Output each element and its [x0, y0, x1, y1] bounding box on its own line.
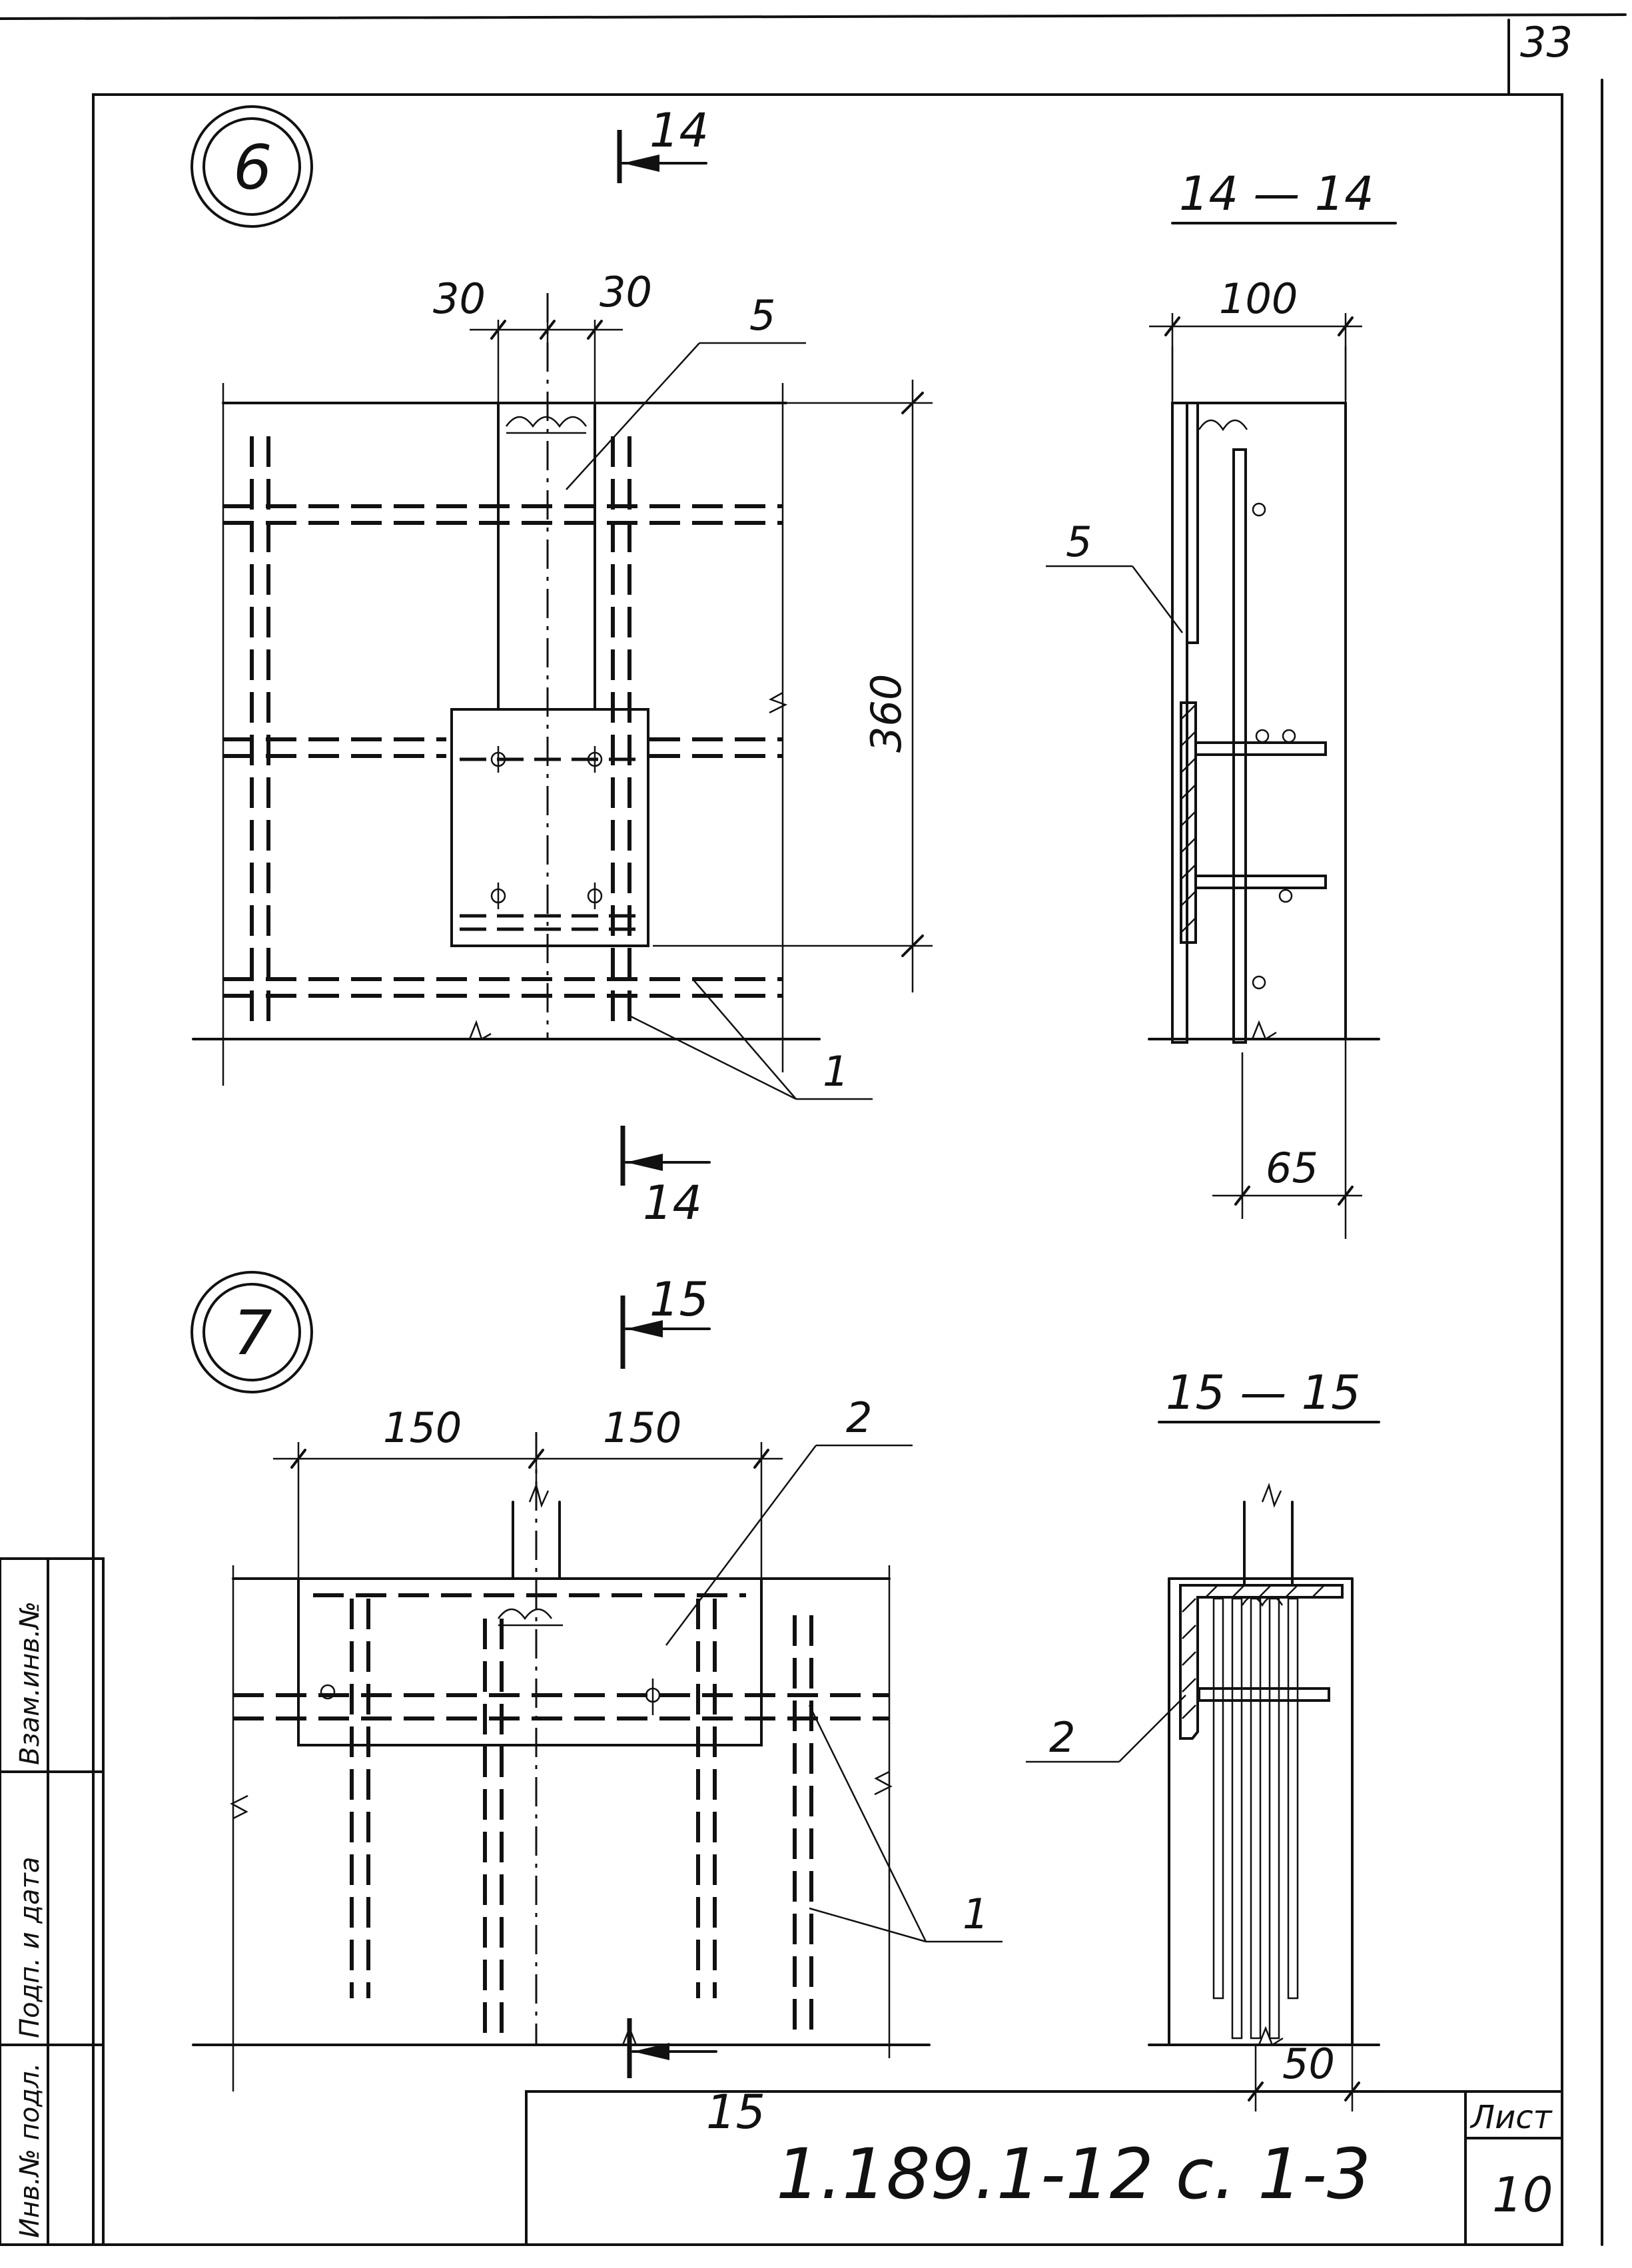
node7-number: 7	[233, 1298, 272, 1369]
title-block	[525, 2090, 1563, 2246]
section15-callout-angle	[1026, 1695, 1186, 1763]
page-number: 33	[1520, 18, 1573, 67]
section14-bars	[1194, 448, 1327, 1044]
node7-callout-bars	[808, 1704, 1003, 1943]
node6-break-mark-right	[768, 691, 788, 714]
node6-rebar-hidden	[223, 436, 783, 1032]
node6-callout-plate	[566, 342, 806, 490]
section15-stub-bar	[1243, 1483, 1294, 1587]
node6-section-bottom-label: 14	[643, 1176, 702, 1230]
section14-dim-width-value: 100	[1219, 274, 1298, 323]
section15-dim-offset-value: 50	[1282, 2040, 1335, 2088]
node7-callout-plate-label: 2	[846, 1393, 872, 1442]
node6-slab	[192, 383, 821, 1086]
node7-callout-plate	[665, 1444, 913, 1646]
node7-break-mark-left	[230, 1794, 248, 1820]
section14-title: 14 — 14	[1179, 167, 1374, 221]
node7-break-mark-bottom	[621, 2026, 637, 2046]
node7-section-mark-top	[620, 1296, 711, 1369]
section14-dim-offset	[1212, 1052, 1362, 1219]
node6-studs	[490, 746, 603, 909]
section15-break-mark	[1258, 2026, 1284, 2046]
node7-callout-bars-label: 1	[963, 1890, 989, 1938]
node6-break-mark-bottom	[468, 1020, 492, 1040]
node7-number-badge	[191, 1271, 313, 1393]
section14-break-mark	[1251, 1020, 1277, 1040]
node7-section-bottom-label: 15	[706, 2085, 765, 2139]
node7-embedded-plate	[297, 1577, 763, 1746]
section14-callout-plate-label: 5	[1066, 518, 1092, 566]
node7-dim-top	[273, 1442, 783, 1579]
node6-dim-top	[470, 300, 623, 403]
side-stamp	[0, 1557, 105, 2246]
section14-callout-plate	[1046, 565, 1183, 633]
sheet-number: 10	[1492, 2167, 1553, 2223]
node6-section-mark-bottom	[620, 1126, 711, 1186]
node6-dim-height-value: 360	[862, 674, 911, 753]
sheet-label: Лист	[1469, 2099, 1553, 2136]
node6-section-top-label: 14	[649, 103, 709, 158]
node7-section-mark-bottom	[627, 2018, 717, 2078]
node6-dim-left: 30	[433, 274, 486, 323]
section15-callout-angle-label: 2	[1049, 1713, 1075, 1762]
section15-title: 15 — 15	[1166, 1365, 1361, 1420]
node6-strip-plate	[497, 402, 596, 711]
section15-angle	[1179, 1584, 1344, 1740]
section15-bars	[1198, 1596, 1330, 2040]
node7-break-mark-right	[874, 1770, 893, 1796]
node6-embedded-plate	[450, 708, 649, 947]
document-code: 1.189.1-12 с. 1-3	[776, 2133, 1371, 2215]
node7-section-top-label: 15	[649, 1272, 709, 1327]
node6-dim-right: 30	[600, 268, 652, 316]
stamp-inv-no: Инв.№ подл.	[15, 2063, 45, 2238]
section14-slab	[1148, 346, 1380, 1239]
node6-callout-bars-label: 1	[823, 1047, 849, 1096]
node6-dim-height	[653, 380, 933, 992]
node6-section-mark-top	[617, 130, 707, 183]
section15-dim-offset	[1219, 2081, 1379, 2101]
node6-callout-plate-label: 5	[749, 291, 775, 340]
node7-dim-left: 150	[383, 1403, 462, 1452]
node7-slab	[192, 1565, 931, 2091]
node7-dim-right: 150	[603, 1403, 681, 1452]
node6-number: 6	[233, 132, 272, 203]
section15-slab	[1148, 1577, 1380, 2111]
node7-rebar-hidden	[233, 1593, 889, 2038]
section14-dim-offset-value: 65	[1266, 1144, 1318, 1192]
node6-callout-bars	[629, 978, 873, 1100]
section14-embedded-plate	[1180, 701, 1197, 944]
section14-dim-width	[1149, 313, 1362, 400]
node6-number-badge	[191, 105, 313, 228]
sheet-frame	[0, 13, 1627, 2246]
section14-strip-plate	[1171, 402, 1248, 1044]
stamp-signature-date: Подп. и дата	[15, 1857, 45, 2038]
stamp-replaces-inv: Взам.инв.№	[15, 1601, 45, 1765]
node7-studs	[320, 1679, 661, 1715]
node7-stub-bar	[497, 1483, 563, 1627]
